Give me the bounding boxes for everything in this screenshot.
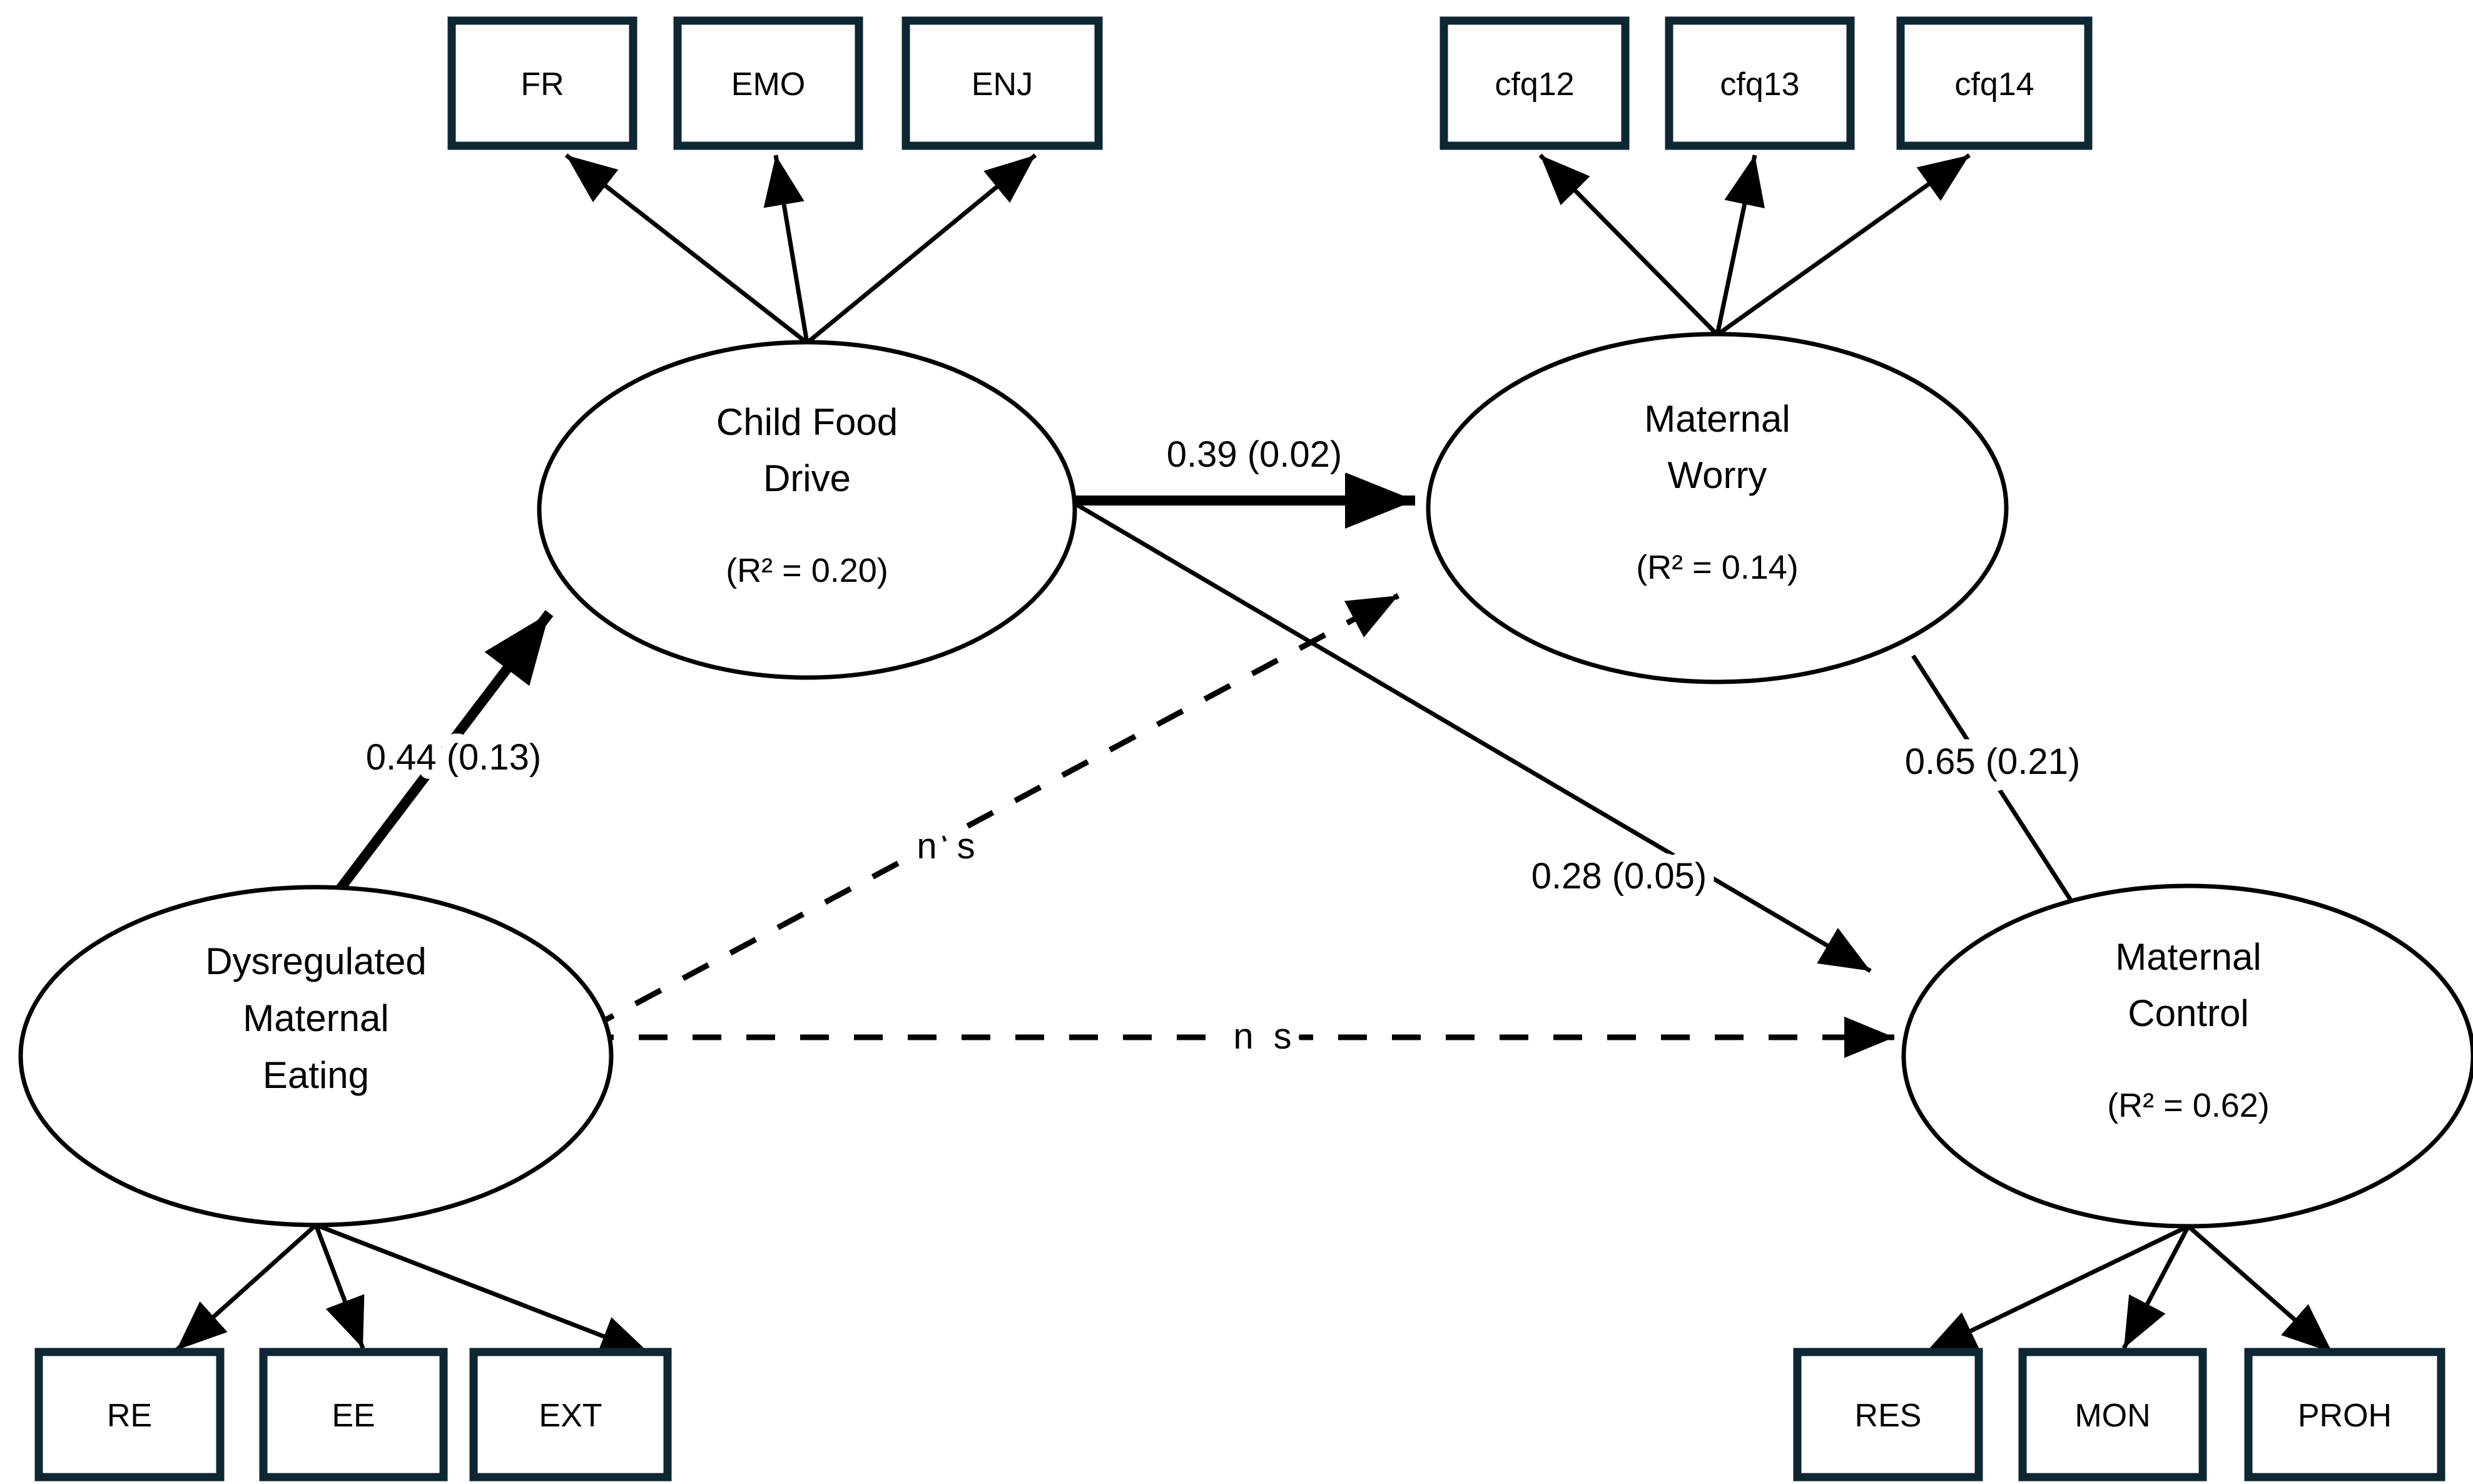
latent-dme-label-line-1: Dysregulated [205,940,427,982]
path-cfd-to-mc-line [1075,502,1872,973]
indicator-res-box [1793,1348,1983,1481]
path-dme-to-mw-ns-label: n s [917,826,980,867]
latent-maternal-control-r2-label: (R² = 0.62) [2107,1087,2270,1124]
loading-dme-ee [313,1224,365,1349]
loading-cfd-enj [805,153,1037,345]
latent-maternal-worry-ellipse [1426,332,2009,684]
loading-dme-re [175,1223,318,1352]
latent-maternal-worry-label-line-2: Worry [1668,454,1767,496]
indicator-ee-box [259,1348,448,1481]
latent-dme-label-line-2: Maternal [243,997,388,1039]
indicator-emo-label: EMO [731,66,805,103]
latent-child-food-drive-label-line-1: Child Food [716,401,898,443]
latent-dysregulated-maternal-eating-ellipse [18,885,614,1227]
indicator-ext-label: EXT [539,1398,602,1434]
latent-maternal-worry-r2-label: (R² = 0.14) [1636,549,1799,586]
path-dme-to-cfd-label: 0.44 (0.13) [366,737,542,778]
indicator-mon-box [2018,1348,2207,1481]
latent-dme-label-line-3: Eating [263,1054,369,1096]
path-mw-to-mc-label: 0.65 (0.21) [1905,741,2081,782]
latent-maternal-worry-label-line-1: Maternal [1644,398,1790,440]
indicator-res-label: RES [1855,1398,1922,1434]
indicator-cfq13: cfq13 [1665,16,1855,150]
indicator-cfq13-label: cfq13 [1720,66,1799,103]
loading-mw-cfq14 [1715,153,1971,337]
latent-maternal-control-label-line-1: Maternal [2115,936,2261,978]
indicator-emo: EMO [673,16,863,150]
indicator-enj-box [901,16,1103,150]
path-dme-to-cfd-line [330,610,554,899]
indicator-cfq14: cfq14 [1896,16,2093,150]
path-cfd-to-mw-label: 0.39 (0.02) [1167,434,1343,475]
indicator-cfq12: cfq12 [1440,16,1630,150]
loading-cfd-emo [763,155,810,343]
latent-dysregulated-maternal-eating: Dysregulated Maternal Eating [18,885,614,1227]
indicator-proh-label: PROH [2298,1398,2392,1434]
loading-dme-ext [315,1222,652,1357]
indicator-res: RES [1793,1348,1983,1481]
indicator-mon-label: MON [2074,1398,2150,1434]
indicator-fr-label: FR [520,66,564,103]
indicator-cfq14-box [1896,16,2093,150]
indicator-ee-label: EE [332,1398,375,1434]
indicator-ee: EE [259,1348,448,1481]
latent-child-food-drive-label-line-2: Drive [763,457,851,499]
loading-mw-cfq12 [1538,153,1719,337]
path-labels: 0.44 (0.13) 0.39 (0.02) 0.65 (0.21) 0.28… [357,425,2090,1066]
latent-child-food-drive-r2-label: (R² = 0.20) [726,552,888,589]
indicator-enj-label: ENJ [972,66,1033,103]
indicator-fr-box [447,16,637,150]
latent-maternal-worry: Maternal Worry (R² = 0.14) [1426,332,2009,684]
loading-mc-mon [2121,1225,2191,1349]
path-dme-to-mw-dashed-line [586,593,1400,1032]
path-cfd-to-mc-label: 0.28 (0.05) [1531,856,1707,897]
indicator-proh: PROH [2244,1348,2445,1481]
loading-mw-cfq13 [1715,155,1765,335]
indicator-re-label: RE [107,1398,152,1434]
indicator-re: RE [34,1348,225,1481]
structural-paths [330,472,2120,1058]
indicator-cfq14-label: cfq14 [1954,66,2034,103]
latent-child-food-drive: Child Food Drive (R² = 0.20) [537,340,1077,680]
latent-maternal-control-ellipse [1901,883,2473,1229]
indicator-ext: EXT [469,1348,672,1481]
loading-mc-proh [2186,1224,2334,1354]
indicator-enj: ENJ [901,16,1103,150]
indicator-cfq12-label: cfq12 [1495,66,1574,103]
latent-child-food-drive-ellipse [537,340,1077,680]
latent-maternal-control-label-line-2: Control [2128,992,2248,1034]
measurement-arrows [175,153,2334,1357]
loading-cfd-fr [564,153,809,345]
indicator-cfq13-box [1665,16,1855,150]
indicator-mon: MON [2018,1348,2207,1481]
indicator-fr: FR [447,16,637,150]
latent-maternal-control: Maternal Control (R² = 0.62) [1901,883,2473,1229]
loading-mc-res [1924,1224,2190,1355]
indicator-emo-box [673,16,863,150]
indicator-ext-box [469,1348,672,1481]
indicator-re-box [34,1348,225,1481]
indicator-boxes: FR EMO ENJ cfq12 cfq13 cfq14 RE EE [34,16,2445,1481]
path-dme-to-mc-ns-label: n s [1233,1016,1296,1057]
indicator-cfq12-box [1440,16,1630,150]
indicator-proh-box [2244,1348,2445,1481]
